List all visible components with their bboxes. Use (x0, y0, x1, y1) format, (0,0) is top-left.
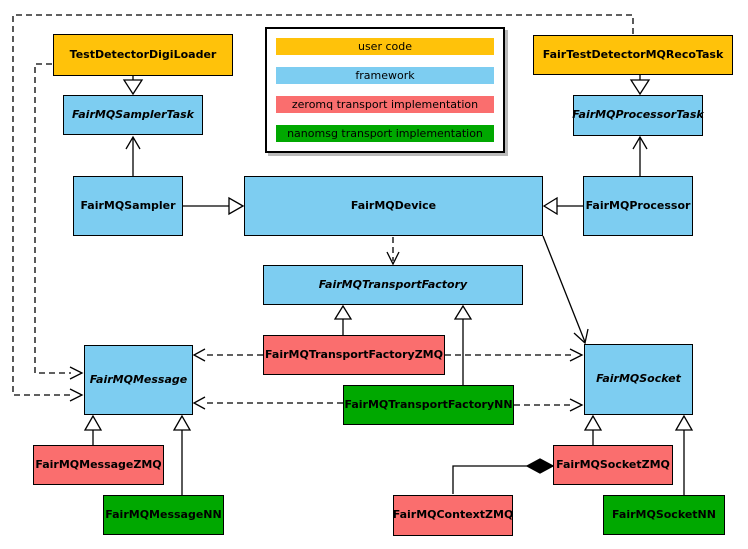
legend-label: zeromq transport implementation (291, 98, 479, 111)
legend-label: framework (355, 69, 415, 82)
edge-socketzmq-contextzmq-composition (452, 458, 555, 494)
edge-tfzmq-message (192, 348, 263, 362)
node-fairmqsampler: FairMQSampler (73, 176, 183, 236)
node-fairmqsamplertask: FairMQSamplerTask (63, 95, 203, 135)
edge-digiloader-samplertask (122, 76, 144, 96)
node-fairmqtransportfactoryzmq: FairMQTransportFactoryZMQ (263, 335, 445, 375)
node-fairmqmessagenn: FairMQMessageNN (103, 495, 224, 535)
node-fairmqmessagezmq: FairMQMessageZMQ (33, 445, 164, 485)
legend-label: nanomsg transport implementation (287, 127, 483, 140)
legend: user code framework zeromq transport imp… (265, 27, 505, 153)
node-fairmqprocessortask: FairMQProcessorTask (572, 95, 704, 136)
edge-tfnn-transportfactory (453, 304, 473, 385)
node-fairmqmessage: FairMQMessage (84, 345, 193, 415)
edge-sampler-samplertask (125, 135, 141, 176)
edge-tfnn-message (192, 396, 343, 410)
node-fairmqprocessor: FairMQProcessor (583, 176, 693, 236)
edge-tfzmq-transportfactory (333, 304, 353, 335)
node-fairmqcontextzmq: FairMQContextZMQ (393, 495, 513, 536)
edge-socketzmq-socket (583, 414, 603, 445)
legend-item-nanomsg: nanomsg transport implementation (276, 125, 494, 142)
edge-socketnn-socket (674, 414, 694, 495)
edge-device-socket (542, 235, 589, 345)
edge-tfnn-socket (514, 398, 584, 412)
node-testdetectordigiloader: TestDetectorDigiLoader (53, 34, 233, 76)
node-fairmqtransportfactory: FairMQTransportFactory (263, 265, 523, 305)
legend-item-user-code: user code (276, 38, 494, 55)
edge-recotask-processortask (629, 75, 651, 96)
legend-item-framework: framework (276, 67, 494, 84)
node-fairmqsocketnn: FairMQSocketNN (603, 495, 725, 535)
node-fairmqtransportfactorynn: FairMQTransportFactoryNN (343, 385, 514, 425)
node-fairtestdetectormqrecotask: FairTestDetectorMQRecoTask (533, 35, 733, 75)
edge-sampler-device (183, 196, 245, 216)
legend-label: user code (357, 40, 413, 53)
legend-item-zeromq: zeromq transport implementation (276, 96, 494, 113)
edge-device-transportfactory (386, 237, 400, 266)
edge-processor-device (542, 196, 583, 216)
edge-processor-processortask (632, 135, 648, 176)
edge-tfzmq-socket (445, 348, 584, 362)
node-fairmqsocket: FairMQSocket (584, 344, 693, 415)
node-fairmqdevice: FairMQDevice (244, 176, 543, 236)
edge-messagezmq-message (83, 414, 103, 445)
node-fairmqsocketzmq: FairMQSocketZMQ (553, 445, 673, 485)
edge-messagenn-message (172, 414, 192, 495)
